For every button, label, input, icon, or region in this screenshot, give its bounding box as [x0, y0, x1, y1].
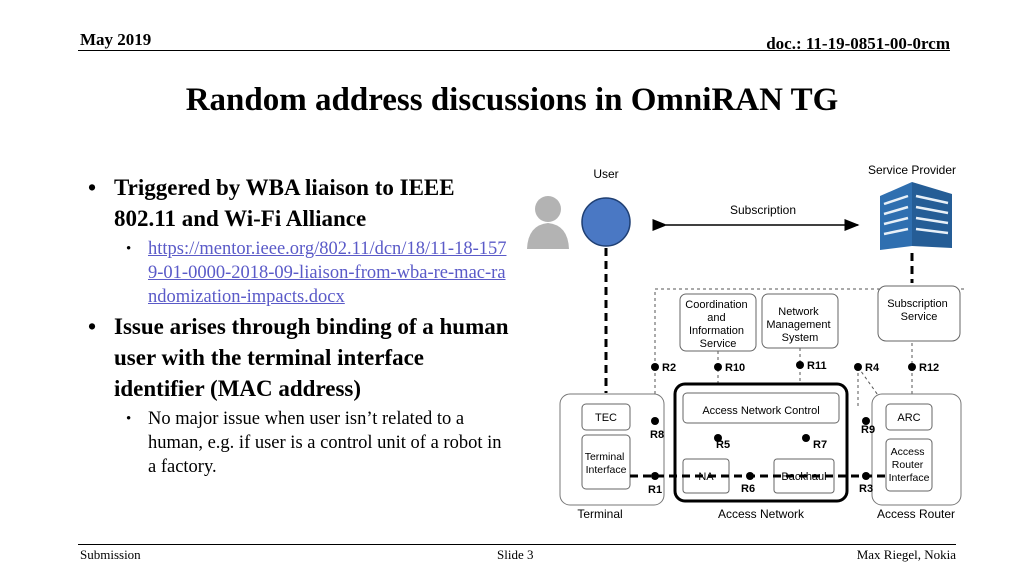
bullet-1: • Triggered by WBA liaison to IEEE 802.11…	[88, 172, 513, 234]
access-router-interface-text: Access Router Interface	[889, 446, 930, 484]
header-divider	[78, 50, 950, 51]
svg-text:R6: R6	[741, 483, 755, 495]
bullet-2-text: Issue arises through binding of a human …	[114, 314, 509, 401]
bullet-marker: •	[88, 314, 97, 339]
sub-bullet-2-text: No major issue when user isn’t related t…	[148, 409, 502, 477]
subscription-label: Subscription	[730, 203, 796, 217]
svg-text:R11: R11	[807, 360, 827, 372]
reference-points-top: R2 R10 R11 R4 R12	[651, 360, 939, 374]
coordination-text: Coordination and Information Service	[685, 299, 750, 350]
footer-divider	[78, 544, 956, 545]
anc-box	[682, 392, 840, 424]
anc-label: Access Network Control	[702, 405, 819, 417]
terminal-interface-text: Terminal Interface	[585, 451, 628, 476]
slide-number: Slide 3	[497, 547, 534, 562]
reference-points-bottom: R8 R5 R7 R9 R1 R6 R3	[648, 417, 875, 496]
access-network-label: Access Network	[718, 507, 805, 521]
sub-bullet-1: • https://mentor.ieee.org/802.11/dcn/18/1…	[88, 237, 513, 309]
subscription-service-box	[877, 285, 961, 342]
bullet-2: • Issue arises through binding of a human…	[88, 311, 513, 404]
tec-label: TEC	[595, 412, 617, 424]
svg-text:R5: R5	[716, 439, 730, 451]
user-label: User	[593, 167, 618, 181]
service-provider-label: Service Provider	[868, 163, 956, 177]
svg-text:R3: R3	[859, 483, 873, 495]
bullet-marker: •	[88, 175, 97, 200]
bullet-1-text: Triggered by WBA liaison to IEEE 802.11 …	[114, 175, 455, 231]
person-icon	[527, 196, 569, 249]
na-label: NA	[698, 471, 714, 483]
user-node	[581, 197, 631, 247]
bullet-list: • Triggered by WBA liaison to IEEE 802.11…	[88, 172, 513, 479]
svg-text:R1: R1	[648, 484, 662, 496]
subscription-service-text: Subscription Service	[887, 298, 951, 323]
svg-text:R4: R4	[865, 362, 880, 374]
terminal-interface-box	[581, 434, 631, 490]
sub-bullet-2: • No major issue when user isn’t related …	[88, 407, 513, 479]
footer-author: Max Riegel, Nokia	[856, 547, 956, 562]
slide-title: Random address discussions in OmniRAN TG	[185, 82, 839, 118]
arc-box	[885, 403, 933, 431]
header-date: May 2019	[80, 30, 152, 49]
network-management-text: Network Management System	[766, 306, 833, 344]
access-router-label: Access Router	[877, 507, 955, 521]
sub-bullet-marker: •	[126, 241, 132, 257]
building-icon	[880, 182, 952, 250]
svg-text:R8: R8	[650, 429, 664, 441]
terminal-label: Terminal	[577, 507, 622, 521]
svg-text:R12: R12	[919, 362, 939, 374]
svg-text:R9: R9	[861, 424, 875, 436]
footer-left: Submission	[80, 547, 141, 562]
arc-label: ARC	[897, 412, 920, 424]
access-router-interface-box	[885, 438, 933, 492]
liaison-link[interactable]: https://mentor.ieee.org/802.11/dcn/18/11…	[148, 239, 507, 307]
header-doc-id: doc.: 11-19-0851-00-0rcm	[766, 34, 950, 53]
sub-bullet-marker: •	[126, 411, 132, 427]
svg-text:R10: R10	[725, 362, 745, 374]
architecture-diagram: User Service Provider Subscription	[527, 163, 965, 521]
svg-text:R7: R7	[813, 439, 827, 451]
network-management-box	[761, 293, 839, 349]
tec-box	[581, 403, 631, 431]
coordination-box	[679, 293, 757, 352]
svg-text:R2: R2	[662, 362, 676, 374]
